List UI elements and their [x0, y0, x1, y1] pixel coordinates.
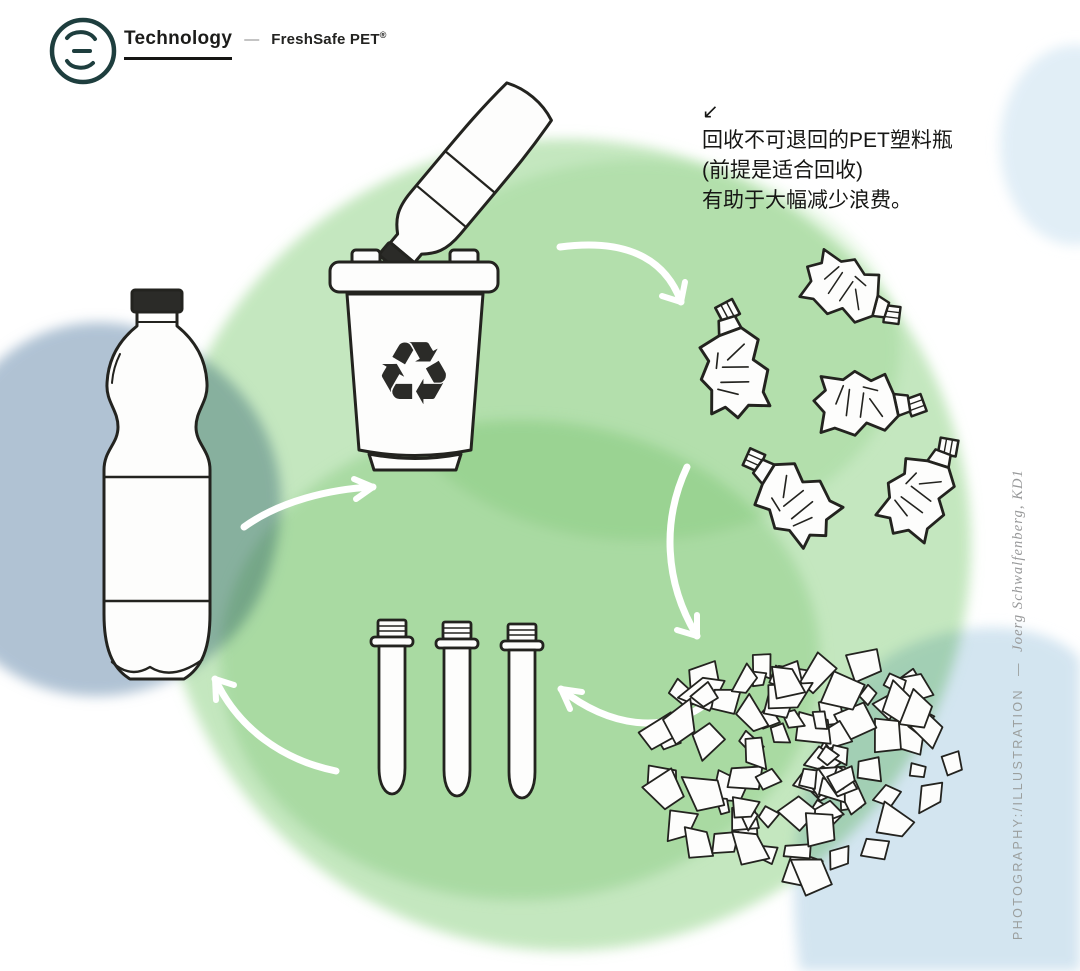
logo-icon [49, 17, 117, 85]
pet-flake-icon [641, 767, 685, 811]
pet-flake-icon [845, 648, 882, 684]
header: Technology — FreshSafe PET® [124, 28, 387, 60]
pet-flake-icon [731, 830, 771, 866]
pet-flake-icon [691, 722, 726, 762]
photo-credit: PHOTOGRAPHY:/ILLUSTRATION — Joerg Schwal… [1010, 300, 1027, 940]
pet-flake-icon [875, 800, 916, 838]
arrow-crushed-to-flakes-icon [666, 463, 701, 640]
brand-title: FreshSafe PET® [271, 30, 387, 48]
pet-bottle-illustration [102, 288, 212, 681]
recycle-symbol-icon: ♻ [375, 322, 454, 425]
southwest-arrow-icon: ↙ [702, 101, 719, 123]
arrow-bottle-to-bin-icon [240, 483, 377, 531]
pet-flake-icon [856, 756, 882, 783]
pet-flake-icon [735, 692, 770, 733]
pet-flakes-pile-illustration [637, 648, 963, 897]
pet-flake-icon [789, 858, 833, 897]
cycle-arrows [211, 241, 716, 775]
pet-preform [434, 620, 480, 798]
pet-flake-icon [804, 812, 836, 848]
pet-preform [369, 618, 415, 796]
arrow-bin-to-crushed-icon [556, 241, 685, 306]
pet-flake-icon [816, 745, 840, 767]
pet-flake-icon [689, 680, 719, 708]
pet-flake-icon [819, 670, 866, 711]
pet-flake-icon [769, 722, 792, 744]
section-title: Technology [124, 28, 233, 60]
pet-flake-icon [858, 683, 878, 707]
caption-line-2: (前提是适合回收) [702, 159, 863, 182]
green-wash-light [380, 160, 900, 540]
pet-flake-icon [908, 762, 927, 779]
pet-flake-icon [662, 697, 696, 746]
credit-role: PHOTOGRAPHY:/ILLUSTRATION [1011, 688, 1025, 940]
pet-flake-icon [798, 767, 818, 790]
caption-text-block: ↙ 回收不可退回的PET塑料瓶 (前提是适合回收) 有助于大幅减少浪费。 [702, 100, 953, 216]
caption-line-1: 回收不可退回的PET塑料瓶 [702, 129, 953, 152]
bottle-into-bin-illustration [378, 81, 553, 277]
pet-flake-icon [754, 767, 783, 791]
credit-separator: — [1011, 663, 1025, 677]
pet-flake-icon [683, 826, 715, 859]
pet-flake-icon [898, 688, 933, 729]
registered-mark: ® [379, 30, 387, 40]
arrow-flakes-to-preforms-icon [557, 685, 716, 727]
pet-flake-icon [730, 662, 759, 694]
credit-names: Joerg Schwalfenberg, KD1 [1010, 469, 1026, 652]
pet-flake-icon [811, 710, 829, 730]
header-separator: — [244, 31, 260, 48]
recycling-bin-illustration: ♻ [328, 248, 500, 472]
pet-flake-icon [744, 736, 768, 771]
arrow-preforms-to-bottle-icon [211, 675, 340, 775]
pet-flake-icon [918, 781, 944, 815]
pet-preforms-illustration [369, 618, 545, 800]
khs-competence-logo [22, 6, 118, 98]
pet-flake-icon [829, 845, 850, 871]
pet-flake-icon [940, 750, 963, 777]
pet-flake-icon [771, 665, 807, 700]
caption-line-3: 有助于大幅减少浪费。 [702, 189, 912, 212]
pet-flake-icon [826, 765, 856, 794]
pet-preform [499, 622, 545, 800]
pet-flake-icon [782, 843, 812, 860]
pale-blue-wash-top-right [1000, 45, 1080, 245]
pet-flake-icon [711, 830, 740, 855]
pet-flake-icon [859, 837, 891, 861]
pet-flake-icon [731, 796, 761, 819]
pet-flake-icon [680, 776, 726, 812]
pet-flake-icon [757, 805, 781, 829]
